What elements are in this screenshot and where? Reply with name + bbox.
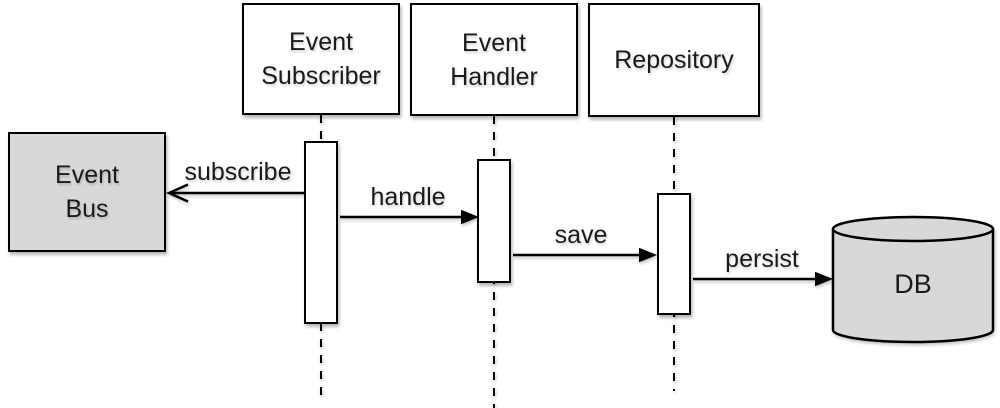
db-cylinder-body	[831, 229, 995, 344]
arrow-subscribe	[165, 183, 306, 203]
arrow-persist	[693, 271, 833, 287]
activation-event-subscriber	[304, 141, 338, 324]
message-arrows	[165, 183, 833, 287]
message-label-save: save	[554, 221, 608, 249]
activation-event-handler	[477, 159, 511, 283]
message-label-subscribe: subscribe	[184, 158, 292, 186]
participant-repository-label: Repository	[614, 46, 734, 74]
participant-event-subscriber: Event Subscriber	[242, 3, 400, 115]
participant-repository: Repository	[588, 3, 760, 117]
participant-event-handler-label: Event Handler	[450, 28, 538, 91]
db-cylinder-top	[831, 215, 995, 243]
arrow-subscribe-open-head	[165, 183, 189, 203]
db-label: DB	[894, 269, 932, 299]
arrow-handle	[340, 209, 479, 225]
node-event-bus: Event Bus	[8, 132, 166, 252]
node-event-bus-label: Event Bus	[55, 161, 119, 223]
participant-event-handler: Event Handler	[410, 3, 578, 116]
arrow-save-filled-head	[639, 247, 657, 263]
participant-event-subscriber-label: Event Subscriber	[261, 28, 381, 90]
arrow-save	[513, 247, 657, 263]
activation-repository	[657, 193, 691, 315]
arrow-handle-filled-head	[461, 209, 479, 225]
message-label-persist: persist	[725, 245, 799, 273]
message-label-handle: handle	[370, 183, 446, 211]
db-cylinder: DB	[831, 215, 995, 344]
arrow-persist-filled-head	[815, 271, 833, 287]
